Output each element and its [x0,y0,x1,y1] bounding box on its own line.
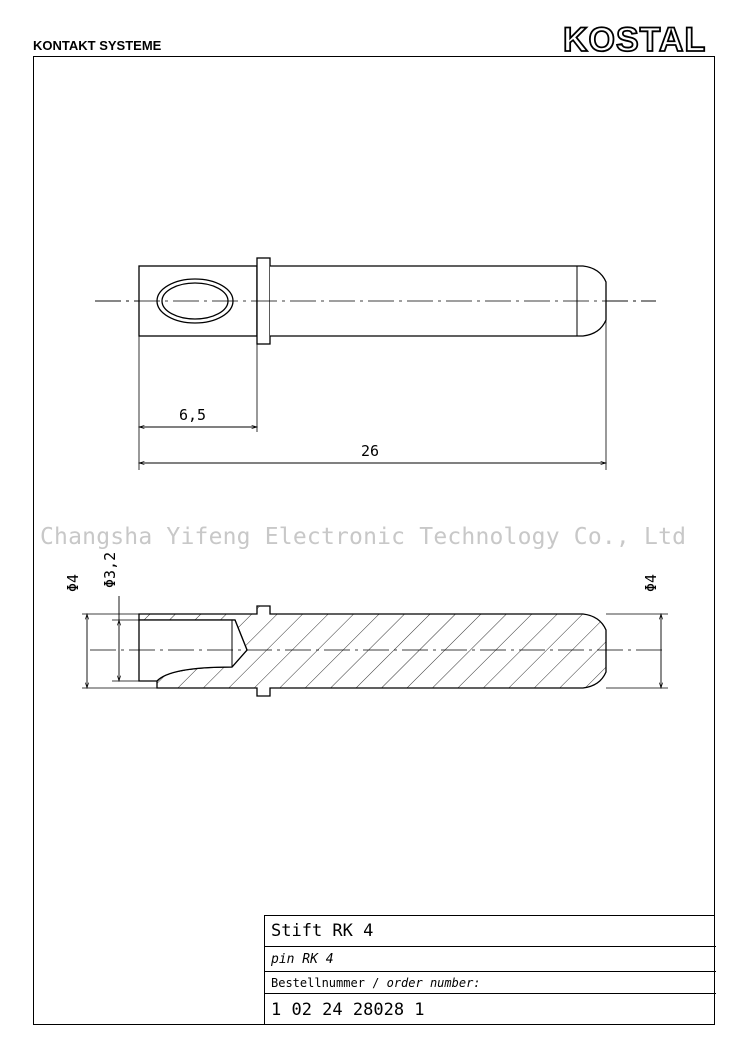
part-name-de: Stift RK 4 [265,916,716,947]
dim-label-6-5: 6,5 [179,406,206,424]
top-view [95,257,656,470]
dim-label-dia-inner: Φ3,2 [101,552,119,588]
watermark: Changsha Yifeng Electronic Technology Co… [40,524,687,550]
dim-label-26: 26 [361,442,379,460]
kostal-logo: KOSTAL [562,20,706,56]
order-label-de: Bestellnummer / [271,976,387,990]
svg-text:KOSTAL: KOSTAL [563,21,706,56]
title-block: Stift RK 4 pin RK 4 Bestellnummer / orde… [264,915,716,1025]
part-name-en: pin RK 4 [265,947,716,972]
order-label-en: order number: [386,976,481,990]
dim-label-dia-outer-left: Φ4 [64,574,82,592]
section-view [82,596,668,697]
order-number-label: Bestellnummer / order number: [265,972,716,994]
dim-label-dia-outer-right: Φ4 [642,574,660,592]
bore [138,619,248,682]
order-number: 1 02 24 28028 1 [271,1000,425,1020]
drawing-frame [33,56,715,1025]
header-label: KONTAKT SYSTEME [33,38,162,53]
